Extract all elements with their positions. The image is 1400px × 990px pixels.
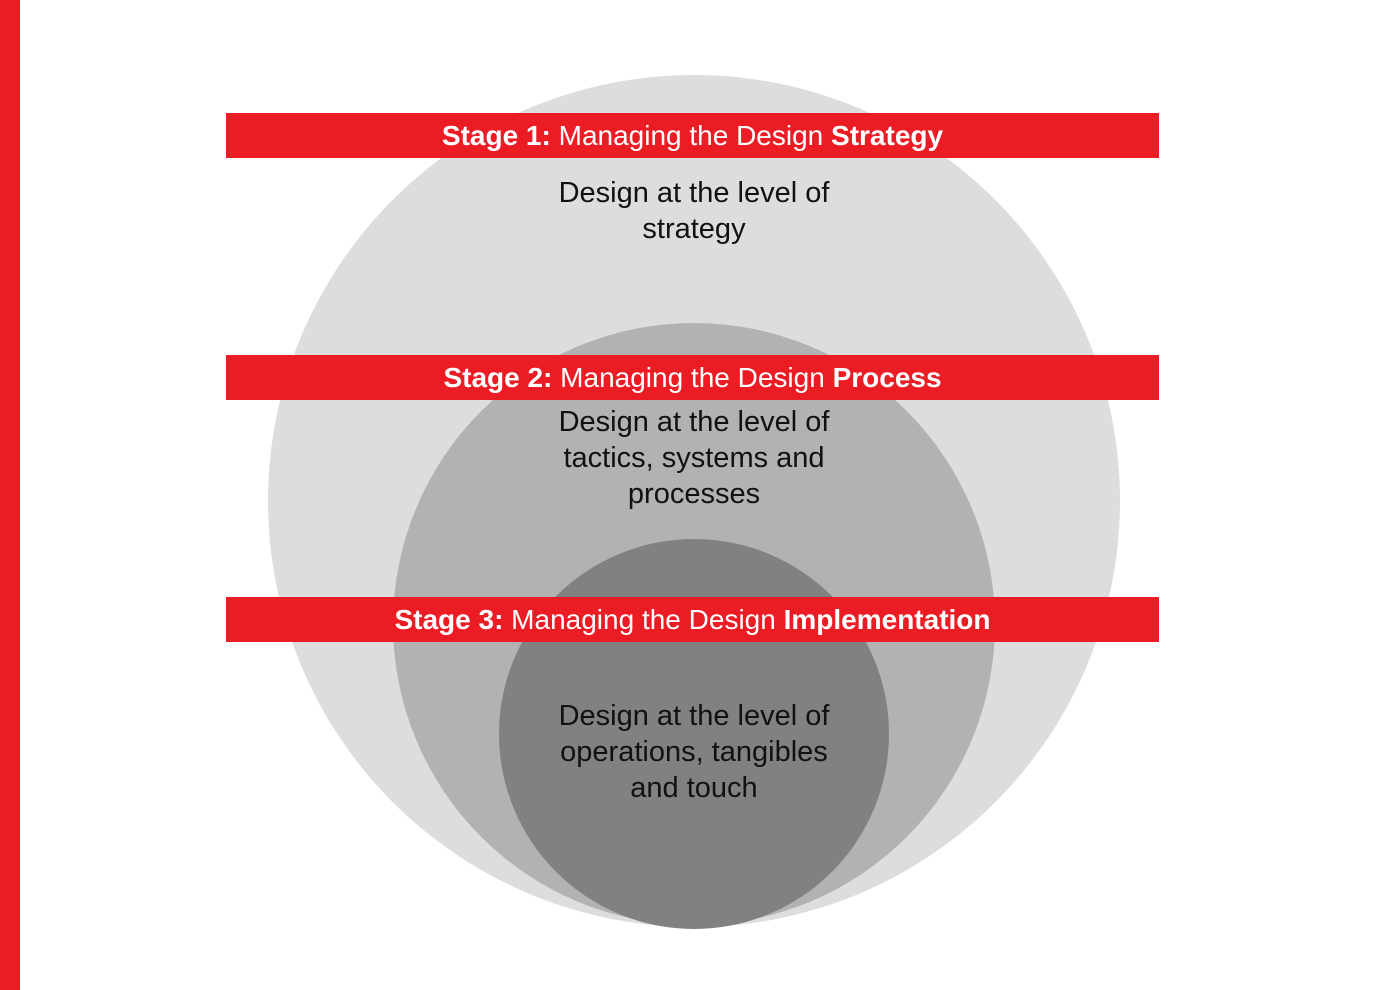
stage-1-middle: Managing the Design — [550, 119, 832, 151]
stage-2-description-line: Design at the level of — [558, 406, 830, 438]
stage-1-description-line: strategy — [642, 213, 746, 245]
stage-2-description-line: tactics, systems and — [563, 442, 825, 474]
stage-3-description-line: operations, tangibles — [560, 736, 828, 768]
stage-3-description-line: and touch — [630, 772, 758, 804]
stage-3-prefix: Stage 3: — [394, 603, 504, 635]
stage-3-middle: Managing the Design — [503, 603, 784, 635]
stage-1-banner: Stage 1: Managing the Design Strategy — [226, 113, 1159, 158]
stage-1-emphasis: Strategy — [831, 119, 944, 151]
stage-3-description: Design at the level of operations, tangi… — [494, 698, 894, 806]
stage-3-emphasis: Implementation — [783, 603, 991, 635]
stage-2-prefix: Stage 2: — [443, 361, 553, 393]
stage-3-banner: Stage 3: Managing the Design Implementat… — [226, 597, 1159, 642]
stage-2-middle: Managing the Design — [552, 361, 833, 393]
stage-2-description: Design at the level of tactics, systems … — [494, 404, 894, 512]
left-accent-bar — [0, 0, 20, 990]
stage-1-description-line: Design at the level of — [558, 177, 830, 209]
stage-1-description: Design at the level of strategy — [494, 175, 894, 247]
stage-2-emphasis: Process — [832, 361, 942, 393]
stage-3-description-line: Design at the level of — [558, 700, 830, 732]
stage-2-banner: Stage 2: Managing the Design Process — [226, 355, 1159, 400]
stage-2-description-line: processes — [627, 478, 761, 510]
stage-1-prefix: Stage 1: — [441, 119, 551, 151]
